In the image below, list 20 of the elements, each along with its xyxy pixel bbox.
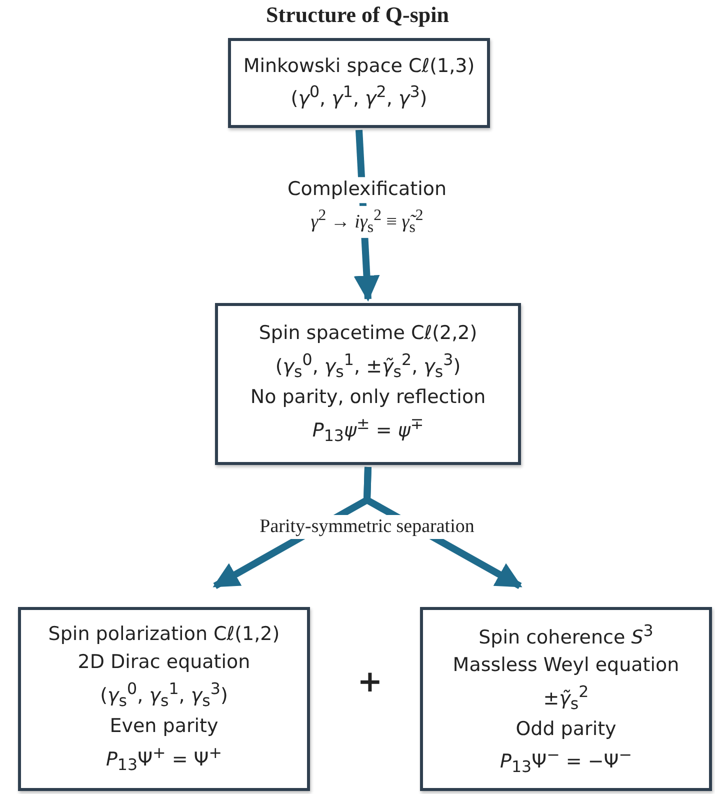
box-text: (γ$_{s}$$^{0}$, γ$_{s}$$^{1}$, ±γ̃$_{s}$$^{2}$, γ$_{s}$$^{3}$) xyxy=(275,350,461,382)
box-text: (γ$_{s}$$^{0}$, γ$_{s}$$^{1}$, γ$_{s}$$^{3}$) xyxy=(100,678,228,711)
box-text: (γ$^{0}$, γ$^{1}$, γ$^{2}$, γ$^{3}$) xyxy=(290,82,428,112)
box-text: Even parity xyxy=(110,714,218,739)
box-text: P$_{13}$ψ$^{±}$ = ψ$^{∓}$ xyxy=(312,414,424,446)
box-text: Minkowski space Cℓ(1,3) xyxy=(243,54,475,78)
title: Structure of Q-spin xyxy=(265,2,450,28)
box-text: Spin polarization Cℓ(1,2) xyxy=(48,623,280,648)
box-text: Massless Weyl equation xyxy=(452,654,680,678)
box-text: P$_{13}$Ψ$^{+}$ = Ψ$^{+}$ xyxy=(106,742,222,775)
text-box xyxy=(228,38,490,128)
box-text: Odd parity xyxy=(516,718,616,742)
text-box xyxy=(18,607,310,791)
box-text: No parity, only reflection xyxy=(250,386,486,410)
box-text: P$_{13}$Ψ$^{−}$ = −Ψ$^{−}$ xyxy=(500,745,632,778)
box-text: 2D Dirac equation xyxy=(78,651,250,675)
box-text: Spin coherence S$^{3}$ xyxy=(478,620,654,650)
text-box xyxy=(215,303,521,465)
box-text: Spin spacetime Cℓ(2,2) xyxy=(258,322,478,346)
text-box xyxy=(420,607,712,791)
